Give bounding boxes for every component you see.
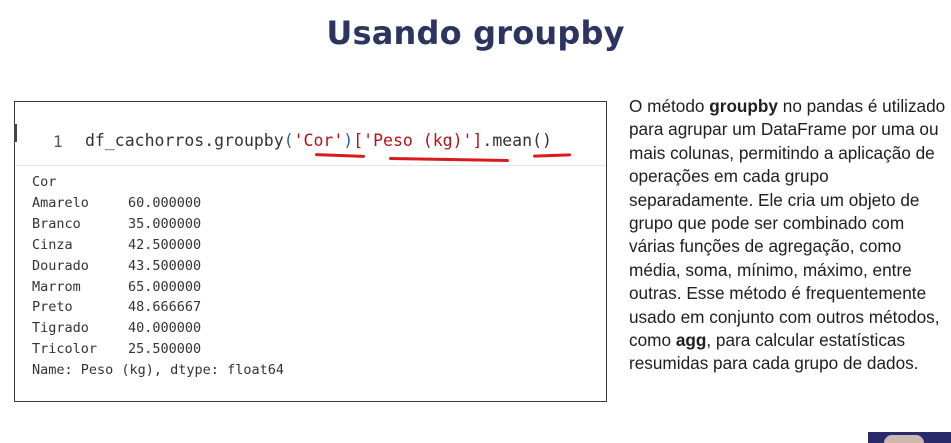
output-row-label: Branco (32, 215, 81, 232)
description-text: O método groupby no pandas é utilizado p… (629, 95, 947, 376)
code-line: df_cachorros.groupby('Cor')['Peso (kg)']… (85, 131, 552, 150)
code-arg-peso: ['Peso (kg)'] (353, 131, 483, 150)
output-row-label: Preto (32, 299, 73, 316)
cell-output: Cor Amarelo 60.000000 Branco 35.000000 Cin… (32, 172, 284, 381)
code-call-parens: () (532, 131, 552, 150)
code-input-cell[interactable]: 1 df_cachorros.groupby('Cor')['Peso (kg)… (14, 102, 606, 166)
description-bold-agg: agg (675, 330, 707, 351)
presenter-silhouette (884, 435, 924, 443)
output-row: Tricolor 25.500000 (32, 339, 284, 360)
description-part-2: no pandas é utilizado para agrupar um Da… (629, 96, 946, 351)
presenter-video-thumbnail (868, 432, 951, 443)
output-row-value: 42.500000 (128, 236, 202, 253)
output-row-value: 40.000000 (128, 320, 202, 337)
output-row-label: Marrom (32, 278, 81, 295)
code-panel: 1 df_cachorros.groupby('Cor')['Peso (kg)… (14, 101, 607, 402)
output-row: Cinza 42.500000 (32, 235, 284, 256)
description-part-1: O método (629, 96, 710, 116)
code-dot: . (482, 131, 493, 150)
underline-peso (388, 156, 510, 163)
output-row: Dourado 43.500000 (32, 256, 284, 277)
output-row-label: Cinza (32, 236, 73, 253)
output-row-value: 35.000000 (128, 215, 202, 232)
cell-edge-marker (14, 124, 17, 142)
description-part-3: , para calcular estatísticas resumidas p… (629, 330, 919, 374)
output-row: Tigrado 40.000000 (32, 318, 284, 339)
output-row: Marrom 65.000000 (32, 277, 284, 298)
code-close-paren: ) (343, 131, 354, 150)
output-row-label: Amarelo (32, 194, 89, 211)
output-row: Amarelo 60.000000 (32, 193, 284, 214)
underline-cor (314, 153, 366, 158)
output-row-label: Tigrado (32, 320, 89, 337)
output-row-label: Tricolor (32, 341, 98, 358)
output-row-value: 60.000000 (128, 194, 202, 211)
output-row-value: 48.666667 (128, 299, 202, 316)
output-row-value: 43.500000 (128, 257, 202, 274)
underline-mean (532, 153, 572, 158)
code-open-paren: ( (283, 131, 294, 150)
slide-title: Usando groupby (326, 14, 625, 52)
output-row-value: 25.500000 (128, 341, 202, 358)
code-method-mean: mean (492, 131, 533, 150)
output-row: Branco 35.000000 (32, 214, 284, 235)
output-row: Preto 48.666667 (32, 297, 284, 318)
code-object-call: df_cachorros.groupby (85, 131, 284, 150)
code-arg-cor: 'Cor' (293, 131, 344, 150)
output-footer: Name: Peso (kg), dtype: float64 (32, 362, 284, 379)
output-index-name: Cor (32, 174, 57, 190)
description-bold-groupby: groupby (709, 96, 778, 116)
output-row-label: Dourado (32, 257, 89, 274)
line-number: 1 (53, 132, 63, 151)
output-row-value: 65.000000 (128, 278, 202, 295)
